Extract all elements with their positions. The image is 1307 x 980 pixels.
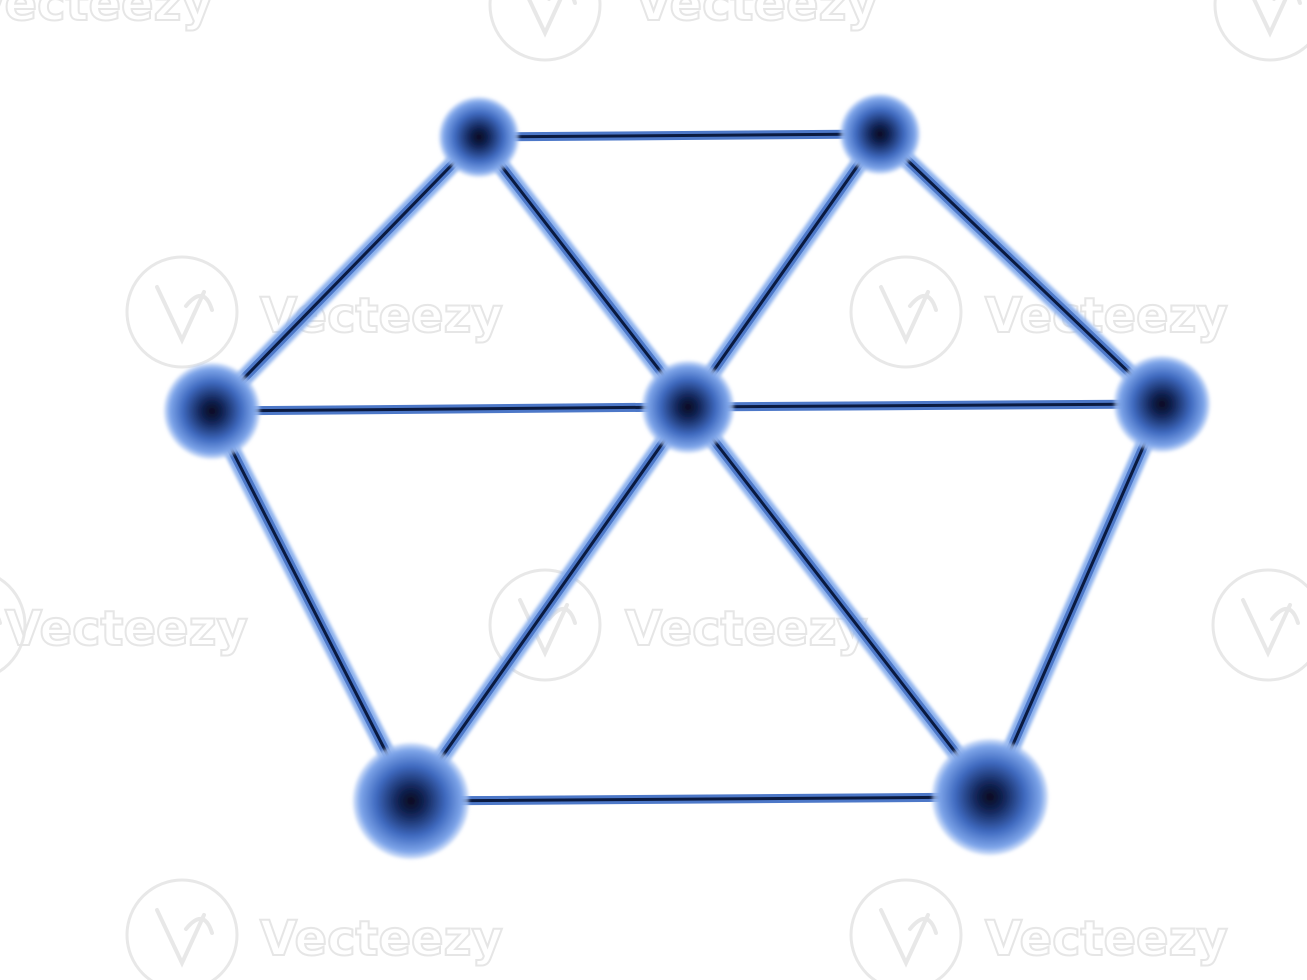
watermark-logo-icon (849, 878, 963, 980)
edge-layer (203, 125, 1171, 810)
rod-top-right-to-center (679, 125, 889, 416)
rod-top-right-to-mid-right (871, 125, 1171, 413)
rod-center-to-mid-right (679, 395, 1171, 416)
rod-mid-right-to-bottom-right (981, 395, 1171, 806)
watermark-text: Vecteezy (0, 0, 213, 32)
watermark-text: Vecteezy (260, 911, 503, 967)
watermark-logo-icon (0, 577, 27, 673)
watermark-text: Vecteezy (985, 911, 1228, 967)
rod-top-left-to-center (470, 128, 697, 416)
sphere-node-bottom-left (353, 743, 469, 859)
watermark-text: Vecteezy (635, 0, 878, 32)
watermark-logo-icon (488, 568, 602, 682)
sphere-node-top-left (439, 97, 519, 177)
watermark-logo-icon (1213, 0, 1307, 62)
sphere-node-mid-left (164, 363, 260, 459)
rod-mid-left-to-bottom-left (203, 402, 420, 810)
watermark-text: Vecteezy (5, 601, 248, 657)
rod-top-left-to-mid-left (203, 128, 488, 420)
watermark-logo-icon (488, 0, 602, 62)
watermark-logo-icon (125, 878, 239, 980)
sphere-node-bottom-right (932, 739, 1048, 855)
sphere-node-center (642, 361, 734, 453)
watermark-logo-icon (849, 255, 963, 369)
watermark-logo-icon (1211, 568, 1307, 682)
sphere-node-mid-right (1114, 356, 1210, 452)
rod-top-left-to-top-right (470, 125, 889, 146)
watermark-text: Vecteezy (985, 288, 1228, 344)
watermark-logo-icon (125, 255, 239, 369)
watermark-text: Vecteezy (625, 601, 868, 657)
sphere-node-top-right (840, 94, 920, 174)
rod-mid-left-to-center (203, 398, 697, 420)
rod-bottom-left-to-bottom-right (402, 788, 999, 810)
rod-center-to-bottom-left (402, 398, 697, 810)
rod-center-to-bottom-right (679, 398, 999, 806)
node-layer (164, 94, 1210, 859)
